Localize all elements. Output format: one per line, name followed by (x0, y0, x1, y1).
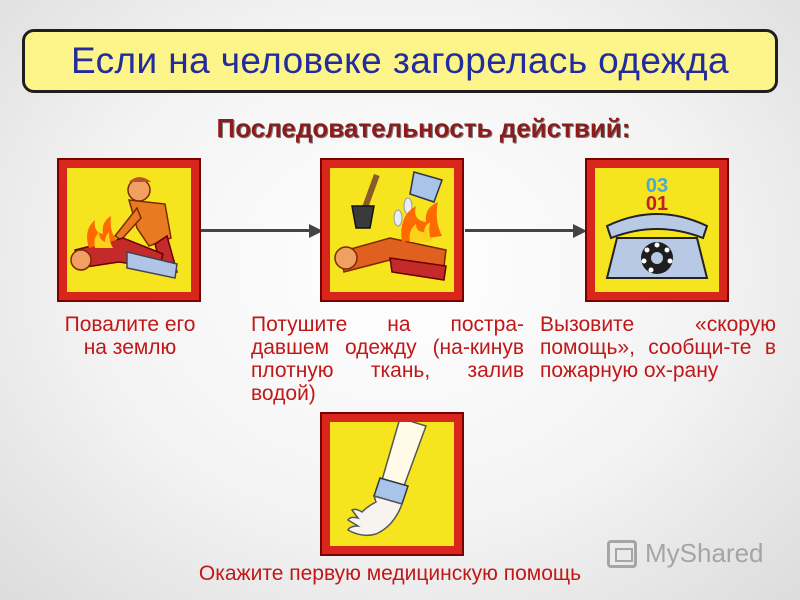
page-title: Если на человеке загорелась одежда (70, 40, 730, 81)
arrow-line-2 (465, 229, 575, 232)
step-2-illustration (320, 158, 464, 302)
step-2-caption: Потушите на постра-давшем одежду (на-кин… (251, 313, 524, 405)
subtitle: Последовательность действий: (216, 113, 631, 143)
arrow-head-2 (573, 224, 587, 238)
arrow-line-1 (201, 229, 311, 232)
step-4-illustration (320, 412, 464, 556)
step-4-caption: Окажите первую медицинскую помощь (198, 562, 582, 585)
telephone-icon: 03 01 (605, 175, 709, 279)
bandaged-arm-icon (347, 422, 427, 537)
watermark-text: MyShared (645, 538, 764, 568)
title-banner: Если на человеке загорелась одежда (22, 29, 778, 93)
myshared-logo-icon (607, 539, 637, 568)
person-helping-icon (70, 177, 178, 279)
step-3-caption: Вызовите «скорую помощь», сообщи-те в по… (540, 313, 776, 382)
step-1-illustration (57, 158, 201, 302)
step-1-caption: Повалите его на землю (40, 313, 220, 359)
arrow-head-1 (309, 224, 323, 238)
step-1-caption-line-1: Повалите его (64, 313, 196, 336)
phone-number-03: 03 (646, 175, 668, 197)
phone-number-01: 01 (646, 193, 668, 215)
watermark: MyShared (607, 538, 764, 569)
step-3-illustration: 03 01 (585, 158, 729, 302)
step-1-caption-line-2: на землю (83, 336, 177, 359)
shovel-water-icon (334, 171, 447, 281)
